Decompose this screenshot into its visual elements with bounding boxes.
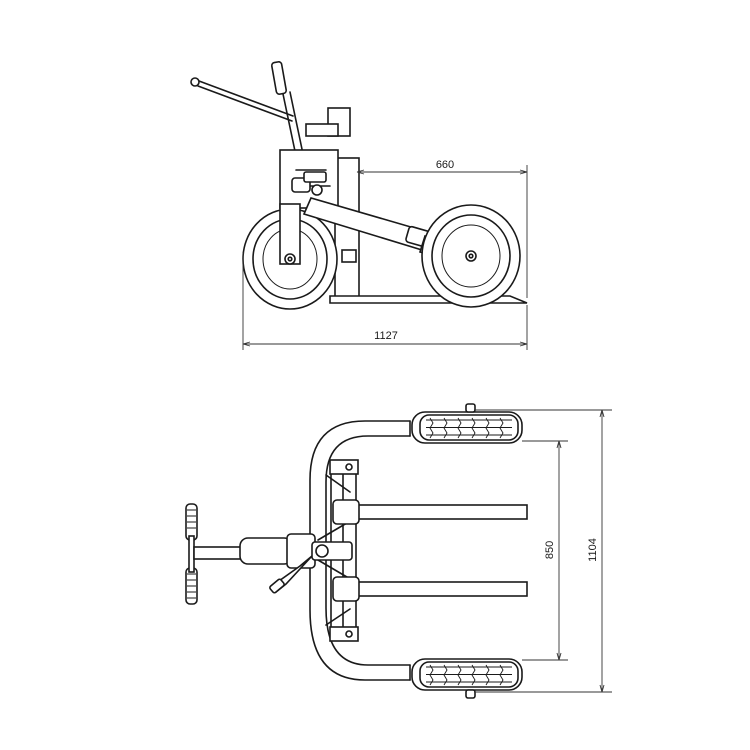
dimension-1127: 1127 <box>242 252 528 350</box>
dimension-660-label: 660 <box>436 159 454 171</box>
top-forks <box>332 499 528 602</box>
top-tow-handle <box>185 503 353 605</box>
top-wheel-lower <box>411 658 523 699</box>
top-wheel-upper <box>411 403 523 444</box>
dimension-1104-label: 1104 <box>587 538 599 562</box>
dimension-1127-label: 1127 <box>374 330 398 342</box>
side-front-wheel <box>242 203 338 310</box>
dimension-660: 660 <box>356 159 528 298</box>
top-view: 850 1104 <box>185 403 612 699</box>
side-rear-wheel <box>421 204 521 308</box>
dimension-850-label: 850 <box>544 541 556 559</box>
dimension-1104: 1104 <box>474 409 612 693</box>
side-view: 660 1127 <box>190 61 528 350</box>
side-mast <box>279 107 360 301</box>
dimension-850: 850 <box>522 440 568 661</box>
